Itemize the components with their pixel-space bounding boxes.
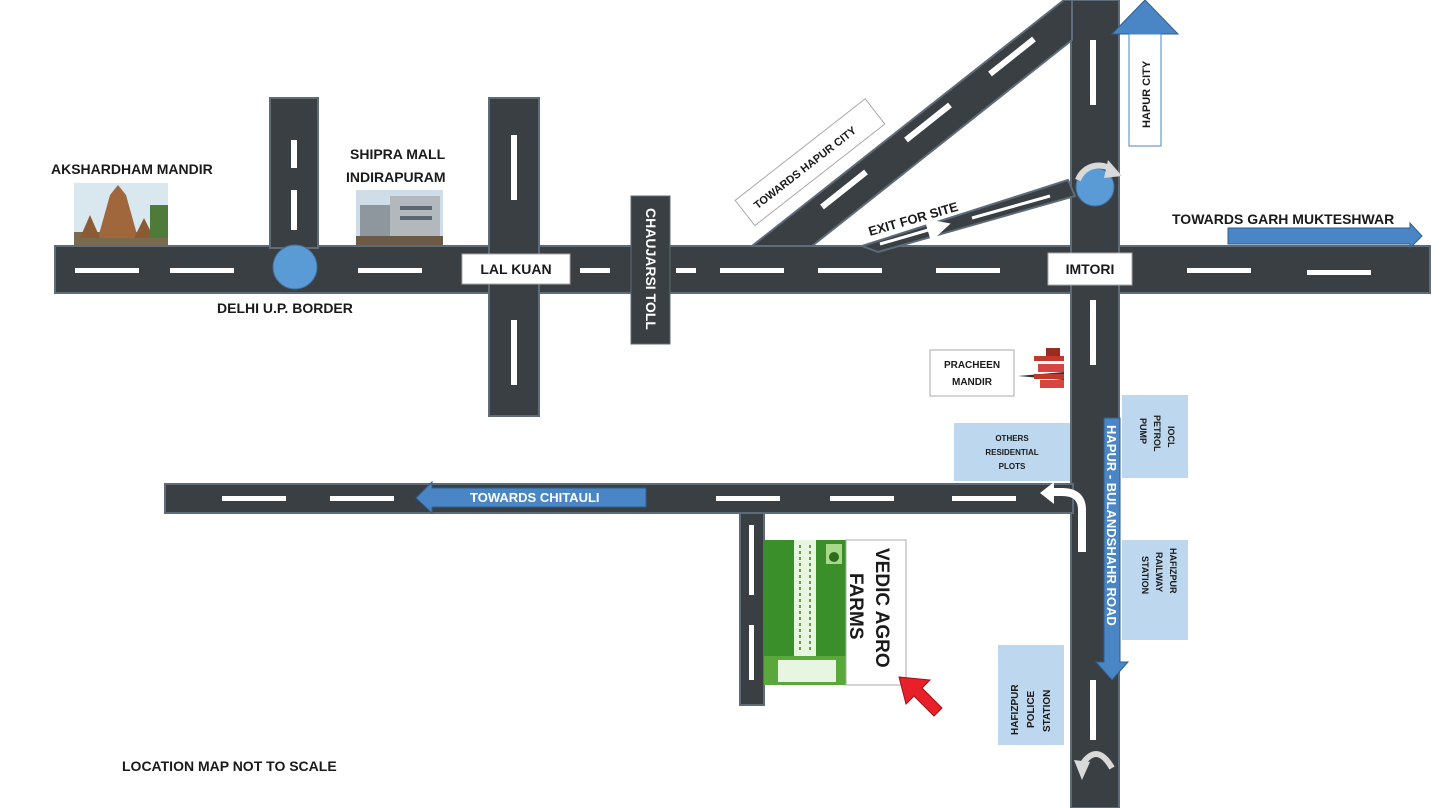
- police-label-1: HAFIZPUR: [1010, 684, 1021, 735]
- site-pointer-arrow-icon: [898, 676, 943, 717]
- iocl-label-1: IOCL: [1166, 426, 1176, 448]
- railway-label-2: RAILWAY: [1154, 552, 1164, 592]
- diagonal-road-dashes: [820, 36, 1051, 246]
- main-road-dashes: [75, 268, 1371, 275]
- iocl-label-2: PETROL: [1152, 415, 1162, 452]
- map-scale-note: LOCATION MAP NOT TO SCALE: [122, 758, 337, 774]
- chitauli-road-dashes: [222, 496, 1016, 501]
- railway-label-1: HAFIZPUR: [1168, 548, 1178, 594]
- diagonal-road-hapur: [749, 0, 1073, 247]
- shipra-mall-picture: [356, 190, 443, 245]
- imtori-label: IMTORI: [1066, 261, 1115, 277]
- others-label-3: PLOTS: [999, 462, 1026, 471]
- towards-chitauli-label: TOWARDS CHITAULI: [470, 490, 600, 505]
- site-name-line2: FARMS: [845, 573, 866, 640]
- lal-kuan-box: [461, 253, 571, 285]
- police-station-box: [998, 645, 1064, 745]
- shipra-mall-label-1: SHIPRA MALL: [350, 146, 446, 162]
- others-plots-box: [954, 423, 1070, 481]
- iocl-label-3: PUMP: [1138, 418, 1148, 444]
- hapur-bulandshahr-label: HAPUR - BULANDSHAHR ROAD: [1104, 425, 1119, 626]
- roundabout-icon: [272, 244, 318, 290]
- iocl-pump-box: [1122, 395, 1188, 478]
- towards-garh-label: TOWARDS GARH MUKTESHWAR: [1172, 211, 1394, 227]
- others-label-2: RESIDENTIAL: [985, 448, 1038, 457]
- hapur-city-label: HAPUR CITY: [1141, 60, 1153, 128]
- akshardham-label: AKSHARDHAM MANDIR: [51, 161, 213, 177]
- others-label-1: OTHERS: [995, 434, 1029, 443]
- imtori-box: [1047, 252, 1133, 286]
- lal-kuan-label: LAL KUAN: [480, 261, 551, 277]
- chitauli-arrow: [415, 480, 647, 515]
- police-label-3: STATION: [1042, 690, 1053, 732]
- railway-label-3: STATION: [1140, 556, 1150, 594]
- delhi-border-label: DELHI U.P. BORDER: [217, 300, 353, 316]
- pracheen-label-2: MANDIR: [952, 377, 993, 388]
- pagoda-temple-icon: [1018, 348, 1064, 388]
- chaujarsi-toll-label: CHAUJARSI TOLL: [643, 208, 659, 330]
- hapur-bulandshahr-arrow: [1094, 417, 1130, 681]
- railway-station-box: [1122, 540, 1188, 640]
- akshardham-temple-picture: [74, 183, 168, 245]
- chaujarsi-toll-box: [630, 195, 671, 345]
- site-name-box: [845, 539, 907, 686]
- u-turn-arrow-icon: [1052, 488, 1086, 552]
- site-farm-image: [764, 540, 846, 685]
- pracheen-mandir-box: [929, 349, 1015, 397]
- shipra-mall-label-2: INDIRAPURAM: [346, 169, 446, 185]
- site-name-line1: VEDIC AGRO: [871, 548, 892, 668]
- garh-mukteshwar-arrow: [1227, 221, 1423, 250]
- pracheen-label-1: PRACHEEN: [944, 360, 1000, 371]
- police-label-2: POLICE: [1026, 690, 1037, 728]
